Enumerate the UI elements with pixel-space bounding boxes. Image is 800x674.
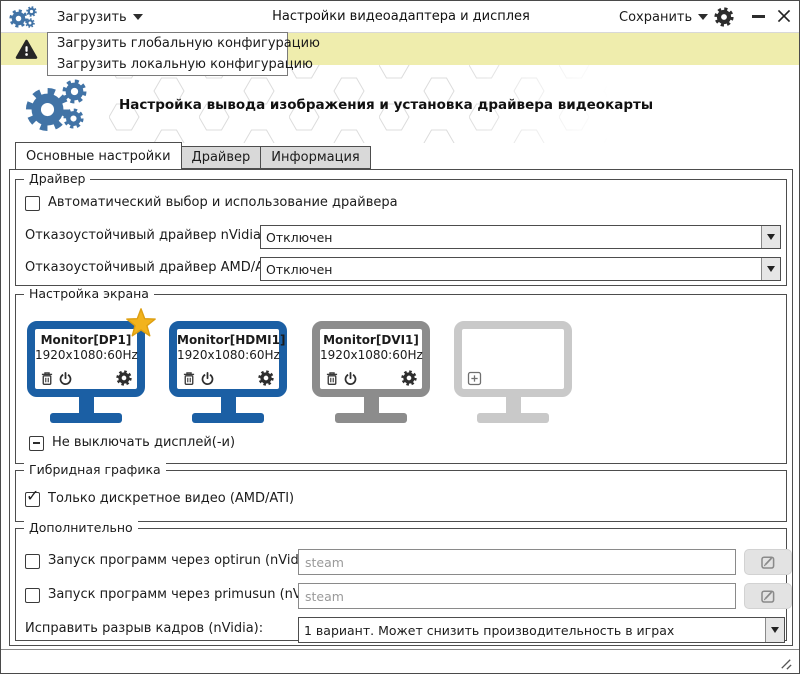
edit-pencil-icon (760, 588, 776, 604)
add-monitor-icon[interactable] (467, 371, 482, 386)
tab-bar: Основные настройки Драйвер Информация (15, 142, 371, 169)
edit-pencil-icon (760, 554, 776, 570)
nvidia-failsafe-select[interactable]: Отключен (260, 225, 781, 249)
discrete-only-checkbox[interactable]: ✓ (25, 486, 40, 507)
group-hybrid-legend: Гибридная графика (24, 462, 166, 477)
statusbar (1, 649, 799, 673)
chevron-down-icon (767, 266, 775, 272)
chevron-down-icon (698, 14, 709, 20)
keep-display-on-label: Не выключать дисплей(-и) (52, 435, 236, 450)
auto-driver-checkbox[interactable] (25, 196, 40, 211)
optirun-edit-button[interactable] (744, 549, 792, 575)
primusun-checkbox[interactable] (25, 588, 40, 603)
trash-icon[interactable] (325, 371, 339, 386)
monitor-name: Monitor[DP1] (40, 333, 132, 347)
group-driver-legend: Драйвер (24, 171, 91, 186)
amd-failsafe-label: Отказоустойчивый драйвер AMD/ATI: (25, 260, 280, 275)
tab-main-settings[interactable]: Основные настройки (15, 142, 182, 169)
group-hybrid-graphics: Гибридная графика ✓ Только дискретное ви… (15, 462, 787, 522)
tab-panel: Драйвер Автоматический выбор и использов… (9, 169, 793, 646)
chevron-down-icon (767, 234, 775, 240)
group-screen-legend: Настройка экрана (24, 286, 154, 301)
gear-icon[interactable] (258, 370, 274, 386)
save-menu-label: Сохранить (619, 9, 693, 25)
dropdown-arrow-button[interactable] (761, 226, 780, 248)
optirun-command-input[interactable] (298, 549, 736, 575)
tab-information[interactable]: Информация (261, 146, 371, 169)
monitor-name: Monitor[HDMI1] (177, 333, 286, 347)
minimize-icon (752, 15, 765, 18)
monitor-resolution: 1920x1080:60Hz (35, 348, 138, 362)
monitor-resolution: 1920x1080:60Hz (320, 348, 423, 362)
primusun-command-input[interactable] (298, 583, 736, 609)
menu-item-load-local-config[interactable]: Загрузить локальную конфигурацию (57, 57, 313, 72)
discrete-only-label: Только дискретное видео (AMD/ATI) (48, 491, 295, 506)
monitor-card-dvi1[interactable]: Monitor[DVI1] 1920x1080:60Hz (312, 321, 430, 423)
power-icon[interactable] (343, 371, 358, 386)
header-title: Настройка вывода изображения и установка… (119, 97, 654, 113)
gear-icon[interactable] (116, 370, 132, 386)
gear-icon[interactable] (401, 370, 417, 386)
app-logo-gears-icon (9, 6, 43, 30)
power-icon[interactable] (58, 371, 73, 386)
close-button[interactable] (774, 6, 794, 26)
tearing-fix-label: Исправить разрыв кадров (nVidia): (25, 621, 264, 636)
monitor-card-hdmi1[interactable]: Monitor[HDMI1] 1920x1080:60Hz (169, 321, 287, 423)
check-mark: ✓ (26, 486, 40, 505)
keep-display-on-checkbox[interactable] (29, 436, 44, 451)
chevron-down-icon (132, 14, 143, 20)
save-menu-button[interactable]: Сохранить (615, 6, 712, 28)
load-dropdown-menu: Загрузить глобальную конфигурацию Загруз… (47, 32, 320, 76)
indeterminate-mark (32, 442, 40, 444)
primary-star-icon (124, 307, 158, 339)
monitor-name: Monitor[DVI1] (323, 333, 419, 347)
group-driver: Драйвер Автоматический выбор и использов… (15, 171, 787, 286)
load-menu-button[interactable]: Загрузить (53, 6, 147, 28)
monitor-card-dp1[interactable]: Monitor[DP1] 1920x1080:60Hz (27, 321, 145, 423)
primusun-label: Запуск программ через primusun (nVidia): (48, 587, 335, 602)
titlebar: Загрузить Настройки видеоадаптера и дисп… (1, 1, 799, 33)
menu-item-load-global-config[interactable]: Загрузить глобальную конфигурацию (57, 36, 320, 51)
close-icon (774, 6, 794, 26)
minimize-button[interactable] (752, 15, 765, 18)
optirun-label: Запуск программ через optirun (nVidia): (48, 553, 320, 568)
nvidia-failsafe-value: Отключен (266, 229, 333, 245)
resize-grip-icon[interactable] (778, 656, 793, 671)
monitor-resolution: 1920x1080:60Hz (177, 348, 280, 362)
trash-icon[interactable] (182, 371, 196, 386)
tearing-fix-select[interactable]: 1 вариант. Может снизить производительно… (298, 617, 785, 643)
auto-driver-label: Автоматический выбор и использование дра… (48, 195, 398, 210)
optirun-checkbox[interactable] (25, 554, 40, 569)
hexagon-pattern (109, 65, 609, 143)
settings-gear-button[interactable] (714, 7, 734, 27)
tearing-fix-value: 1 вариант. Может снизить производительно… (304, 622, 675, 638)
monitor-card-add-slot[interactable] (454, 321, 572, 423)
tab-driver[interactable]: Драйвер (181, 146, 262, 169)
header-banner: Настройка вывода изображения и установка… (1, 65, 799, 143)
amd-failsafe-value: Отключен (266, 261, 333, 277)
primusun-edit-button[interactable] (744, 583, 792, 609)
amd-failsafe-select[interactable]: Отключен (260, 257, 781, 281)
group-additional-legend: Дополнительно (24, 520, 138, 535)
dropdown-arrow-button[interactable] (761, 258, 780, 280)
power-icon[interactable] (200, 371, 215, 386)
warning-triangle-icon (15, 38, 38, 61)
load-menu-label: Загрузить (57, 9, 127, 25)
nvidia-failsafe-label: Отказоустойчивый драйвер nVidia: (25, 228, 266, 243)
group-screen-settings: Настройка экрана Monitor[DP1] 1920x1080:… (15, 286, 787, 464)
dropdown-arrow-button[interactable] (765, 618, 784, 642)
trash-icon[interactable] (40, 371, 54, 386)
group-additional: Дополнительно Запуск программ через opti… (15, 520, 792, 643)
header-logo-gears-icon (25, 79, 91, 141)
chevron-down-icon (771, 627, 779, 633)
